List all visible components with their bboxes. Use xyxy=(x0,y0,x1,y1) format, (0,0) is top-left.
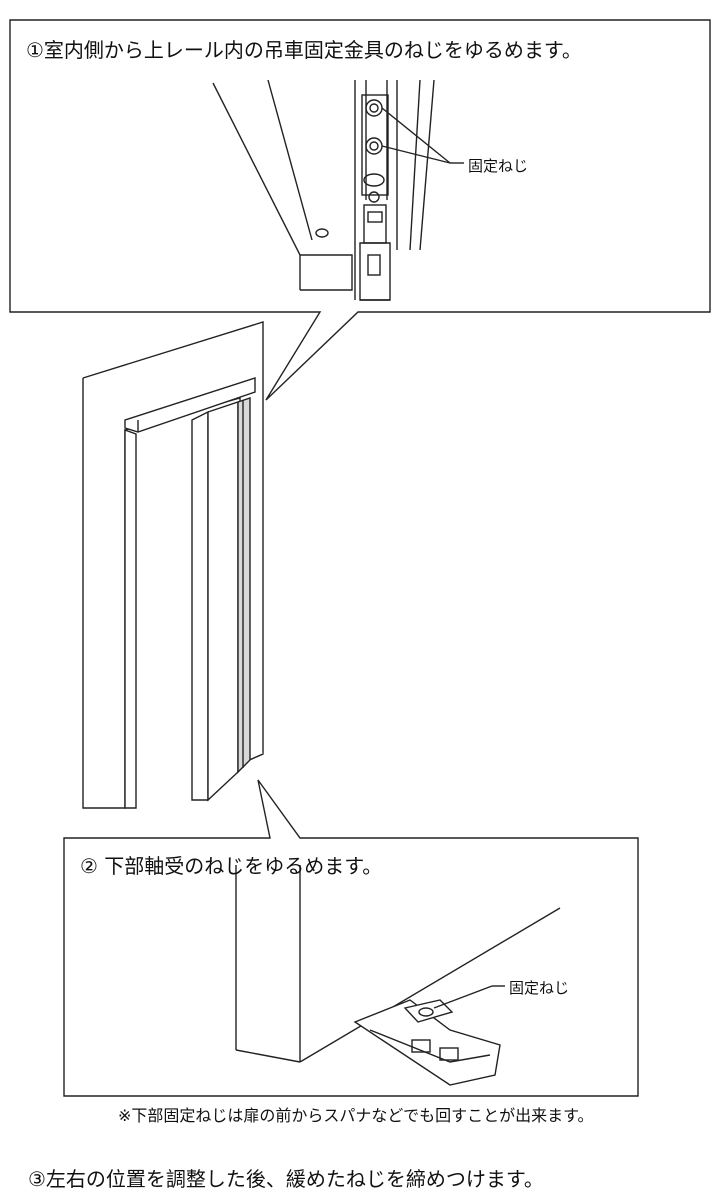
step3-instruction: ③左右の位置を調整した後、緩めたねじを締めつけます。 xyxy=(28,1167,544,1191)
note-text: ※下部固定ねじは扉の前からスパナなどでも回すことが出来ます。 xyxy=(118,1106,594,1125)
callout-box-bottom-pivot xyxy=(63,779,639,1097)
step2-instruction: ② 下部軸受のねじをゆるめます。 xyxy=(80,854,383,878)
step1-instruction: ①室内側から上レール内の吊車固定金具のねじをゆるめます。 xyxy=(26,38,582,62)
top-rail-detail xyxy=(212,79,464,301)
callout-box-top-rail xyxy=(9,19,711,401)
folding-door-panels xyxy=(191,397,251,802)
bottom-pivot-detail xyxy=(235,865,561,1086)
fixing-screw-label-bottom: 固定ねじ xyxy=(509,979,570,997)
fixing-screw-label-top: 固定ねじ xyxy=(468,157,529,175)
